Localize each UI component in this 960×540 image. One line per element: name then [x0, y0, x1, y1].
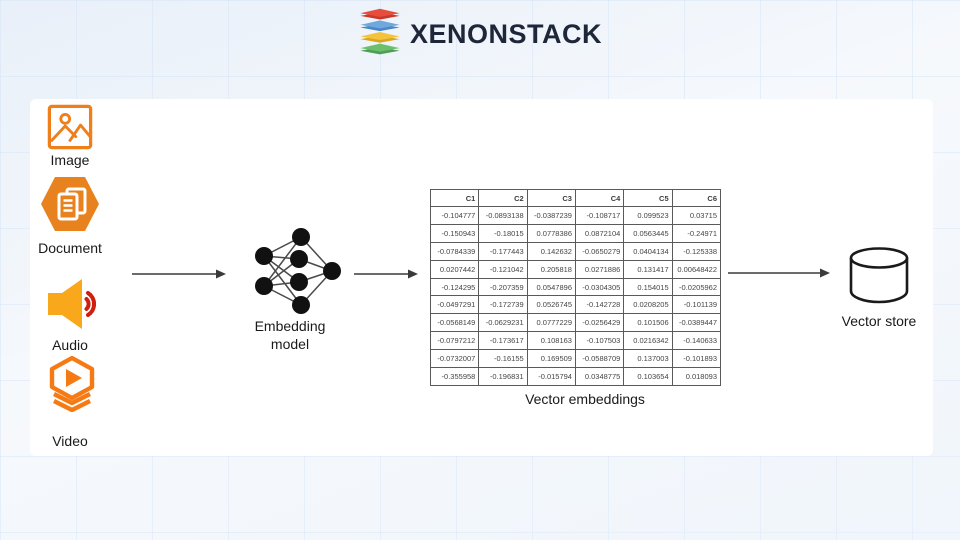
table-cell: 0.0547896 [526, 277, 576, 297]
table-cell: 0.00648422 [671, 259, 722, 279]
table-cell: 0.108163 [526, 331, 576, 351]
table-cell: -0.125338 [671, 241, 722, 261]
table-cell: 0.154015 [623, 277, 673, 297]
arrow-model-to-table-icon [353, 267, 419, 281]
table-cell: 0.101506 [623, 313, 673, 333]
table-cell: -0.0784339 [429, 241, 480, 261]
table-cell: -0.0205962 [671, 277, 722, 297]
arrow-table-to-store-icon [727, 266, 831, 280]
column-header: C4 [574, 189, 625, 207]
table-cell: -0.0650279 [574, 241, 625, 261]
table-cell: -0.0893138 [478, 206, 528, 225]
table-cell: -0.140633 [671, 331, 722, 351]
table-cell: -0.0389447 [671, 313, 722, 333]
audio-icon [44, 275, 102, 338]
neural-network-icon [238, 223, 342, 324]
document-icon [40, 173, 100, 240]
table-cell: 0.131417 [623, 259, 673, 279]
table-cell: -0.16155 [478, 349, 528, 369]
table-cell: -0.177443 [478, 241, 528, 261]
table-cell: 0.0271886 [574, 259, 625, 279]
table-cell: -0.0629231 [478, 313, 528, 333]
source-label-video: Video [52, 433, 88, 449]
table-cell: -0.104777 [429, 206, 480, 225]
table-cell: -0.101139 [671, 295, 722, 315]
column-header: C6 [671, 189, 722, 207]
table-cell: -0.0304305 [574, 277, 625, 297]
logo-text: XENONSTACK [409, 18, 602, 49]
database-cylinder-icon [847, 246, 911, 309]
table-cell: -0.0497291 [429, 295, 480, 315]
table-cell: -0.150943 [429, 223, 480, 243]
video-icon [46, 355, 98, 417]
table-cell: 0.03715 [671, 206, 722, 225]
table-cell: -0.18015 [478, 223, 528, 243]
table-cell: -0.0256429 [574, 313, 625, 333]
table-cell: -0.124295 [429, 277, 480, 297]
column-header: C5 [623, 189, 673, 207]
table-cell: 0.0778386 [526, 223, 576, 243]
table-cell: 0.0777229 [526, 313, 576, 333]
table-cell: 0.169509 [526, 349, 576, 369]
table-cell: -0.0387239 [526, 206, 576, 225]
diagram-card: Image Document Audio Video [30, 99, 933, 456]
table-cell: 0.137003 [623, 349, 673, 369]
source-label-document: Document [38, 240, 102, 256]
table-cell: -0.142728 [574, 295, 625, 315]
table-cell: 0.0348775 [574, 367, 625, 386]
table-cell: -0.015794 [526, 367, 576, 386]
table-cell: 0.0872104 [574, 223, 625, 243]
image-icon [47, 104, 93, 155]
table-cell: -0.0588709 [574, 349, 625, 369]
table-cell: -0.108717 [574, 206, 625, 225]
table-cell: 0.0526745 [526, 295, 576, 315]
source-label-image: Image [50, 152, 90, 168]
table-cell: -0.0568149 [429, 313, 480, 333]
header-logo: XENONSTACK [0, 8, 960, 58]
table-cell: -0.0732007 [429, 349, 480, 369]
vector-store-label: Vector store [841, 313, 917, 329]
column-header: C3 [526, 189, 576, 207]
table-cell: -0.355958 [429, 367, 480, 386]
table-cell: -0.172739 [478, 295, 528, 315]
table-cell: 0.0404134 [623, 241, 673, 261]
arrow-sources-to-model-icon [131, 267, 227, 281]
table-cell: 0.099523 [623, 206, 673, 225]
source-label-audio: Audio [52, 337, 88, 353]
table-caption: Vector embeddings [525, 391, 645, 407]
table-cell: -0.173617 [478, 331, 528, 351]
table-cell: -0.207359 [478, 277, 528, 297]
table-cell: -0.0797212 [429, 331, 480, 351]
table-cell: 0.0216342 [623, 331, 673, 351]
table-cell: -0.107503 [574, 331, 625, 351]
table-cell: 0.142632 [526, 241, 576, 261]
table-cell: -0.121042 [478, 259, 528, 279]
table-cell: -0.101893 [671, 349, 722, 369]
table-cell: -0.196831 [478, 367, 528, 386]
table-cell: 0.103654 [623, 367, 673, 386]
table-cell: 0.018093 [671, 367, 722, 386]
table-cell: 0.0208205 [623, 295, 673, 315]
table-cell: -0.24971 [671, 223, 722, 243]
column-header: C2 [478, 189, 528, 207]
embedding-model-label: Embedding model [254, 318, 326, 352]
table-cell: 0.205818 [526, 259, 576, 279]
column-header: C1 [429, 189, 480, 207]
xenonstack-layers-icon [358, 7, 402, 62]
table-cell: 0.0563445 [623, 223, 673, 243]
table-cell: 0.0207442 [429, 259, 480, 279]
